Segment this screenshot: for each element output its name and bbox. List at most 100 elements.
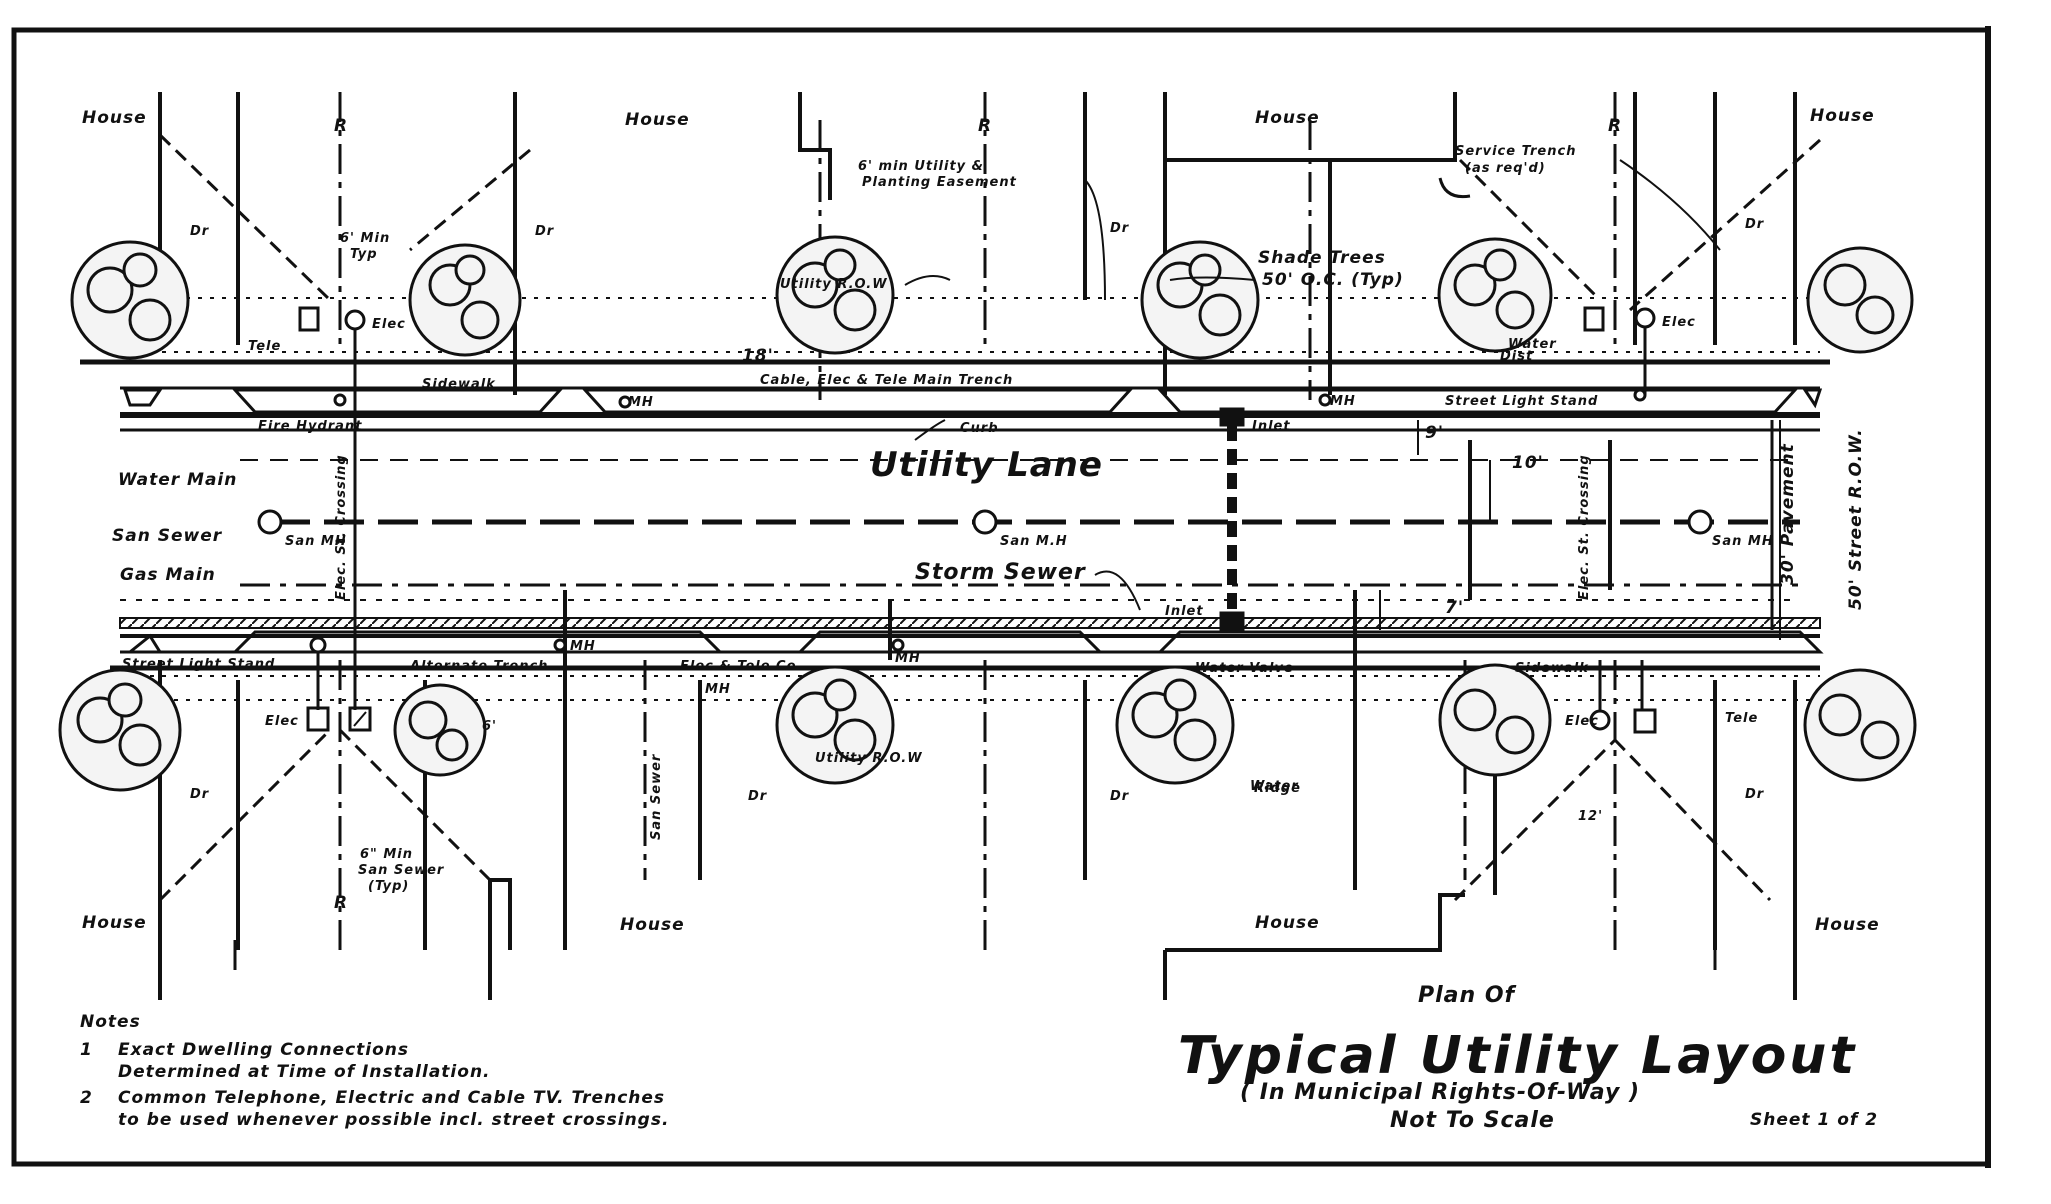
elec-crossing-label: Elec. St. Crossing — [334, 454, 349, 600]
driveway-mark: Dr — [190, 224, 210, 239]
elec-crossing-label: Elec. St. Crossing — [1577, 454, 1592, 600]
san-service-label: San Sewer — [358, 863, 445, 878]
scale-note: Not To Scale — [1390, 1108, 1555, 1133]
house-label: House — [1255, 108, 1320, 128]
dimension-ticks — [1379, 420, 1781, 640]
property-line-mark: R — [334, 116, 349, 136]
house-label: House — [1815, 915, 1880, 935]
san-mh-label: San MH — [1712, 534, 1774, 549]
house-label: House — [620, 915, 685, 935]
dist-label: Dist — [1500, 349, 1534, 364]
tele-label: Tele — [248, 339, 282, 354]
driveway-mark: Dr — [1110, 221, 1130, 236]
house-label: House — [1810, 106, 1875, 126]
san-mh-label: San MH — [285, 534, 347, 549]
property-line-mark: R — [1608, 116, 1623, 136]
curb-label: Curb — [960, 421, 999, 436]
driveway-diagonals — [158, 133, 1822, 902]
service-trench-label: Service Trench — [1455, 144, 1577, 159]
mh-label: MH — [1330, 394, 1356, 409]
plan-of-label: Plan Of — [1418, 983, 1516, 1008]
service-verticals — [316, 328, 1774, 712]
mh-label: MH — [570, 639, 596, 654]
dimension-label: 10' — [1512, 453, 1544, 473]
property-line-mark: R — [334, 893, 349, 913]
service-boxes — [298, 306, 1657, 734]
hatched-band — [119, 617, 1821, 629]
san-sewer-label: San Sewer — [112, 526, 223, 546]
tree — [393, 683, 487, 777]
san-mh-label: San M.H — [1000, 534, 1068, 549]
leader-lines — [904, 159, 1721, 611]
gas-main-label: Gas Main — [120, 565, 216, 585]
inlet-label: Inlet — [1252, 419, 1291, 434]
house-label: House — [1255, 913, 1320, 933]
san-service-label: (Typ) — [368, 879, 410, 894]
dimension-label: 6' — [482, 719, 498, 734]
note-2-line1: Common Telephone, Electric and Cable TV.… — [118, 1088, 666, 1108]
water-valve-label: Water Valve — [1195, 661, 1294, 676]
easement-label: 6' min Utility & — [858, 159, 985, 174]
street-light-label: Street Light Stand — [122, 657, 276, 672]
cable-trench-label: Cable, Elec & Tele Main Trench — [760, 373, 1014, 388]
alternate-trench-label: Alternate Trench — [410, 659, 549, 674]
tree — [70, 240, 190, 360]
elec-label: Elec — [1565, 714, 1599, 729]
drawing-title: Typical Utility Layout — [1178, 1026, 1858, 1086]
tree — [1438, 663, 1552, 777]
water-label: Water — [1250, 779, 1299, 794]
typ-label: Typ — [350, 247, 378, 262]
mh-label: MH — [705, 682, 731, 697]
elec-tele-label: Elec & Tele Co — [680, 659, 797, 674]
driveway-mark: Dr — [1745, 787, 1765, 802]
property-centerlines — [233, 92, 1717, 975]
sheet-border — [11, 27, 1991, 1167]
san-sewer-vertical-label: San Sewer — [649, 753, 664, 840]
note-1-line1: Exact Dwelling Connections — [118, 1040, 410, 1060]
tree — [58, 668, 182, 792]
trees — [58, 235, 1917, 792]
dimension-label: 9' — [1425, 423, 1445, 443]
shade-trees-label: Shade Trees — [1258, 248, 1386, 268]
utility-row-label: Utility R.O.W — [780, 277, 888, 292]
notes-heading: Notes — [80, 1012, 141, 1032]
tree — [408, 243, 522, 357]
manholes — [257, 307, 1713, 731]
utility-row-label: Utility R.O.W — [815, 751, 923, 766]
note-1-number: 1 — [80, 1040, 93, 1060]
tree — [1437, 237, 1553, 353]
street-row-label: 50' Street R.O.W. — [1846, 428, 1866, 610]
service-trench-note: (as req'd) — [1465, 161, 1546, 176]
dimension-label: 18' — [742, 346, 774, 366]
house-label: House — [82, 108, 147, 128]
sheet-number: Sheet 1 of 2 — [1750, 1110, 1879, 1130]
note-2-line2: to be used whenever possible incl. stree… — [118, 1110, 670, 1130]
mh-label: MH — [628, 395, 654, 410]
driveway-mark: Dr — [1110, 789, 1130, 804]
min-label: 6' Min — [340, 231, 391, 246]
driveway-mark: Dr — [535, 224, 555, 239]
tree — [775, 235, 895, 355]
note-2-number: 2 — [80, 1088, 93, 1108]
driveway-mark: Dr — [748, 789, 768, 804]
tree — [1140, 240, 1260, 360]
driveway-mark: Dr — [1745, 217, 1765, 232]
shade-trees-spacing: 50' O.C. (Typ) — [1262, 270, 1404, 290]
street-light-label: Street Light Stand — [1445, 394, 1599, 409]
utility-lane-label: Utility Lane — [870, 445, 1103, 485]
property-line-mark: R — [978, 116, 993, 136]
storm-sewer-label: Storm Sewer — [915, 560, 1086, 585]
house-label: House — [82, 913, 147, 933]
tree — [1803, 668, 1917, 782]
drawing-subtitle: ( In Municipal Rights-Of-Way ) — [1240, 1080, 1641, 1105]
mh-label: MH — [895, 651, 921, 666]
note-1-line2: Determined at Time of Installation. — [118, 1062, 491, 1082]
elec-label: Elec — [1662, 315, 1696, 330]
easement-label: Planting Easement — [862, 175, 1017, 190]
elec-label: Elec — [265, 714, 299, 729]
elec-label: Elec — [372, 317, 406, 332]
tree — [1115, 665, 1235, 785]
water-label: Water — [1508, 337, 1557, 352]
